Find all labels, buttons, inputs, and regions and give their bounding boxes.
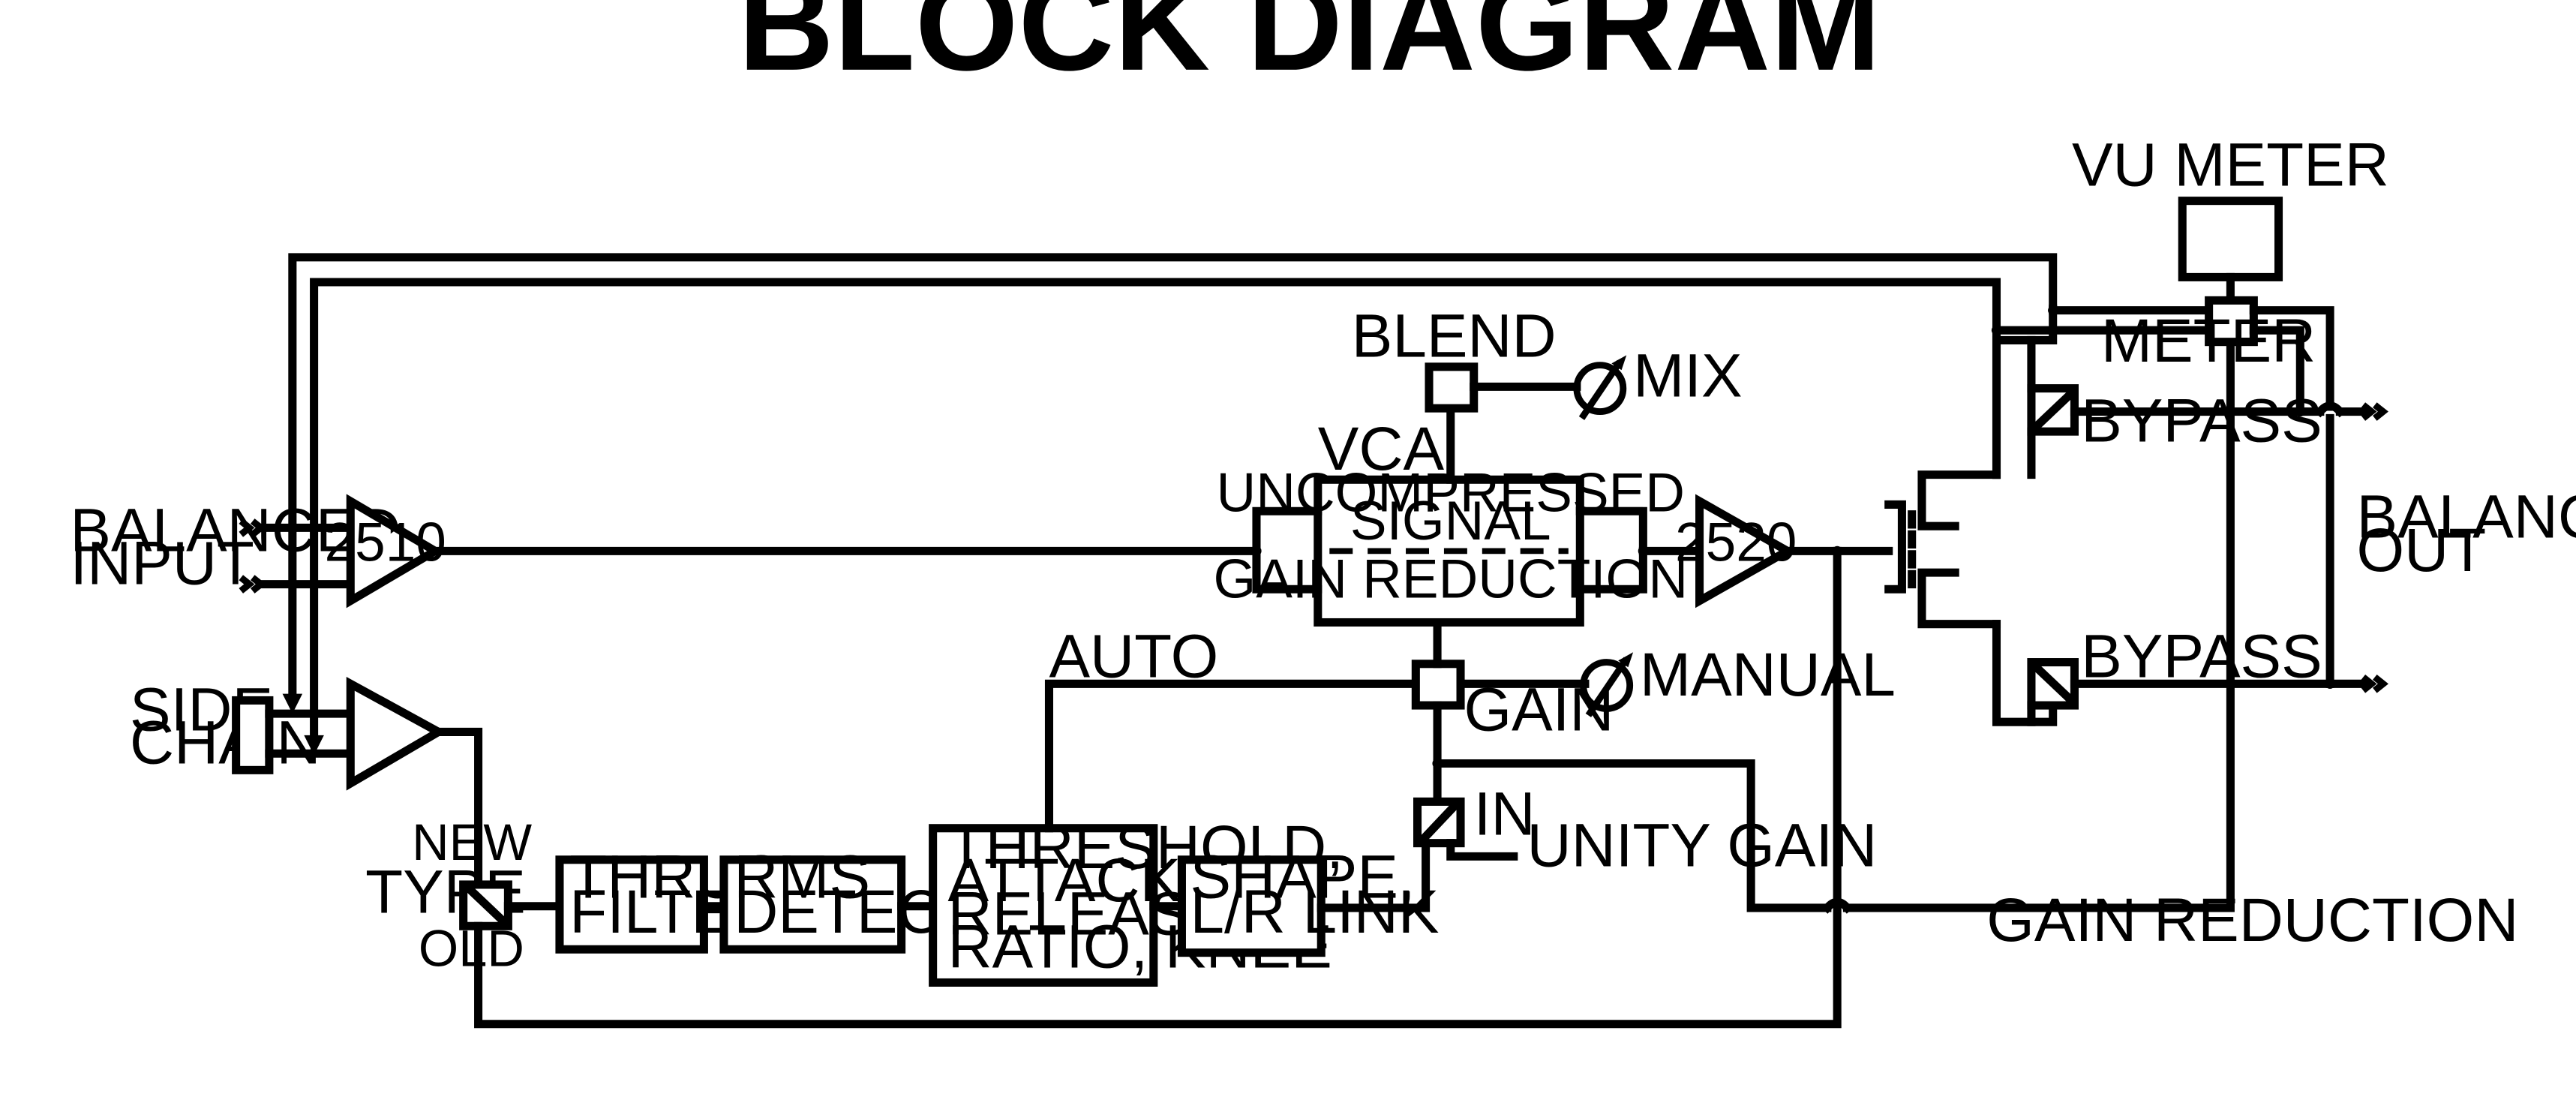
gain-reduction-meter-wire-right — [1842, 338, 2235, 912]
gain-reduction-meter-label: GAIN REDUCTION — [1986, 886, 2518, 954]
input-amplifier: 2510 — [325, 494, 446, 609]
manual-label: MANUAL — [1640, 641, 1896, 709]
transformer-primary — [1884, 500, 1906, 594]
junction-dot — [1251, 545, 1262, 556]
bypass-bottom-section: BYPASS — [2027, 413, 2388, 710]
mix-pot-icon — [1573, 362, 1627, 415]
sidechain-arrow-icon — [304, 735, 324, 756]
blend-label: BLEND — [1352, 302, 1557, 371]
type-new-label: NEW — [412, 813, 532, 871]
sidechain-amp-triangle — [346, 676, 447, 791]
bypass-route-bottom — [1992, 620, 2058, 726]
bypass-bottom-blade — [2031, 663, 2076, 705]
unity-gain-wire — [1446, 839, 1518, 861]
vca-section: VCA UNCOMPRESSED SIGNAL GAIN REDUCTION — [1213, 404, 1704, 627]
bypass-route-top — [1992, 304, 2058, 479]
meter-to-out-wire-minus — [2249, 326, 2304, 416]
old-detector-feed-wire — [474, 546, 1842, 1029]
output-transformer — [1884, 470, 2001, 629]
shape-to-in-switch-wire — [1317, 839, 1431, 912]
gain-section: GAIN MANUAL GAIN REDUCTION IN UNITY GAIN — [1411, 338, 2518, 954]
meter-to-out-wire-plus — [2249, 306, 2334, 411]
blend-section: BLEND MIX — [1352, 302, 1743, 420]
manual-pot-icon — [1580, 659, 1634, 712]
side-chain-label-line2: CHAIN — [130, 708, 321, 777]
junction-dot — [2295, 406, 2305, 417]
output-minus-arrow-icon — [2361, 675, 2388, 693]
shape-label-line2: L/R LINK — [1190, 878, 1439, 946]
mix-label: MIX — [1633, 342, 1742, 410]
manual-pot-arrow-icon — [1618, 652, 1634, 668]
detector-chain: THRUST FILTER RMS DETECTOR THRESHOLD, AT… — [555, 813, 1439, 987]
balanced-input-section: BALANCED INPUT — [70, 496, 401, 597]
in-switch-blade — [1418, 801, 1461, 844]
sidechain-input-section: SIDE CHAIN — [130, 675, 483, 889]
type-switch-blade — [464, 883, 508, 926]
balanced-out-label-line1: BALANCED — [2356, 483, 2576, 551]
auto-label: AUTO — [1049, 622, 1218, 690]
balanced-out-label-line2: OUT — [2356, 516, 2486, 585]
transformer-secondary-top — [1917, 470, 2001, 530]
vca-gain-reduction-label: GAIN REDUCTION — [1213, 548, 1688, 609]
shape-label-line1: SHAPE, — [1190, 843, 1415, 912]
auto-control-wire — [1044, 679, 1420, 833]
output-amp-triangle — [1695, 494, 1797, 609]
shape-link-box — [1177, 855, 1326, 957]
type-switch-section: NEW TYPE OLD — [365, 546, 1842, 1029]
diagram-title: BLOCK DIAGRAM — [738, 0, 1881, 98]
gain-junction-box — [1411, 660, 1465, 710]
output-plus-arrow-icon — [2361, 402, 2388, 421]
unity-gain-label: UNITY GAIN — [1527, 812, 1878, 880]
vca-uncompressed-line2: SIGNAL — [1350, 491, 1551, 551]
gain-reduction-meter-wire — [1433, 759, 1832, 912]
input-amp-triangle — [346, 494, 443, 609]
bypass-top-blade — [2031, 389, 2076, 431]
threshold-box — [929, 824, 1158, 987]
bypass-bottom-label: BYPASS — [2081, 622, 2322, 690]
meter-label: METER — [2101, 307, 2316, 375]
sidechain-arrow-icon — [282, 693, 303, 714]
meter-section: VU METER METER — [2072, 131, 2389, 416]
rms-detector-label-line1: RMS — [734, 843, 870, 912]
vca-label: VCA — [1318, 415, 1445, 483]
in-label: IN — [1474, 780, 1536, 849]
output-routing — [1991, 304, 2214, 726]
vu-meter-box — [2178, 197, 2283, 281]
transformer-secondary-bottom — [1917, 568, 2001, 629]
output-amplifier: 2520 — [1675, 494, 1893, 609]
output-amp-label: 2520 — [1675, 512, 1797, 573]
meter-switch-box — [2205, 296, 2258, 347]
thrust-filter-box — [555, 855, 708, 954]
junction-dot — [1832, 545, 1842, 556]
vu-meter-label: VU METER — [2072, 131, 2389, 200]
bypass-top-section: BYPASS — [2027, 384, 2388, 455]
side-chain-jack — [232, 696, 274, 774]
balanced-input-label-line2: INPUT — [70, 530, 254, 598]
bypass-loop-outer — [288, 253, 2058, 532]
blend-box — [1425, 362, 1479, 413]
input-amp-label: 2510 — [325, 512, 446, 573]
rms-detector-box — [719, 855, 906, 954]
bypass-top-label: BYPASS — [2081, 386, 2322, 455]
sidechain-amp-output-wire — [434, 727, 483, 889]
